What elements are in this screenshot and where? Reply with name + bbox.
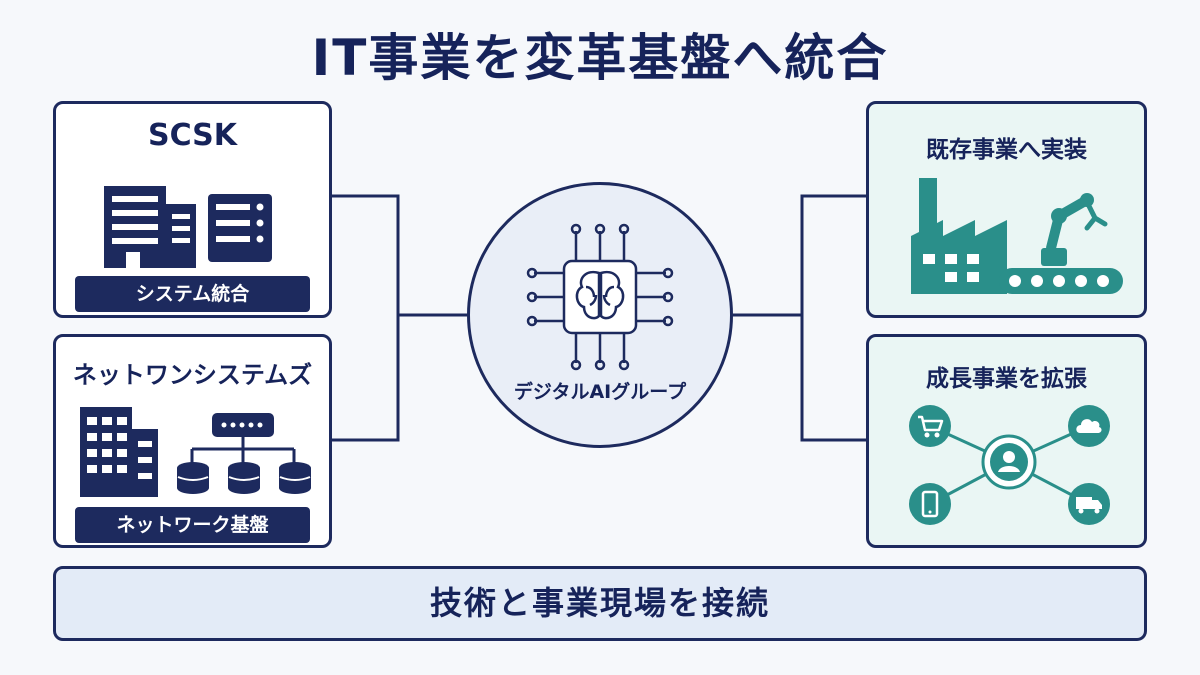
cloud-icon [1068, 405, 1110, 447]
ai-brain-chip-icon [526, 223, 674, 371]
office-building-icon [80, 407, 158, 497]
existing-business-title: 既存事業へ実装 [926, 137, 1087, 163]
netone-tag: ネットワーク基盤 [75, 507, 310, 543]
netone-panel: ネットワンシステムズ [53, 334, 332, 548]
user-icon [981, 434, 1037, 490]
scsk-panel: SCSK システム統合 [53, 101, 332, 318]
growth-business-panel: 成長事業を拡張 [866, 334, 1147, 548]
server-rack-icon [208, 194, 272, 262]
scsk-title: SCSK [147, 118, 238, 153]
database-icon [228, 462, 260, 494]
netone-title: ネットワンシステムズ [72, 361, 313, 389]
robot-arm-icon [1041, 193, 1108, 266]
bottom-banner-label: 技術と事業現場を接続 [429, 584, 770, 622]
network-switch-icon [190, 413, 296, 463]
digital-ai-group-hub: デジタルAIグループ [467, 182, 733, 448]
existing-business-panel: 既存事業へ実装 [866, 101, 1147, 318]
scsk-tag: システム統合 [75, 276, 310, 312]
database-icon [177, 462, 209, 494]
database-icon [279, 462, 311, 494]
conveyor-belt-icon [999, 268, 1123, 294]
growth-business-title: 成長事業を拡張 [926, 366, 1087, 392]
smartphone-icon [909, 483, 951, 525]
hub-label: デジタルAIグループ [513, 381, 687, 403]
office-building-icon [104, 186, 196, 268]
shopping-cart-icon [909, 405, 951, 447]
bottom-banner: 技術と事業現場を接続 [53, 566, 1147, 641]
delivery-truck-icon [1068, 483, 1110, 525]
page-title: IT事業を変革基盤へ統合 [311, 29, 889, 87]
factory-icon [911, 178, 1007, 294]
